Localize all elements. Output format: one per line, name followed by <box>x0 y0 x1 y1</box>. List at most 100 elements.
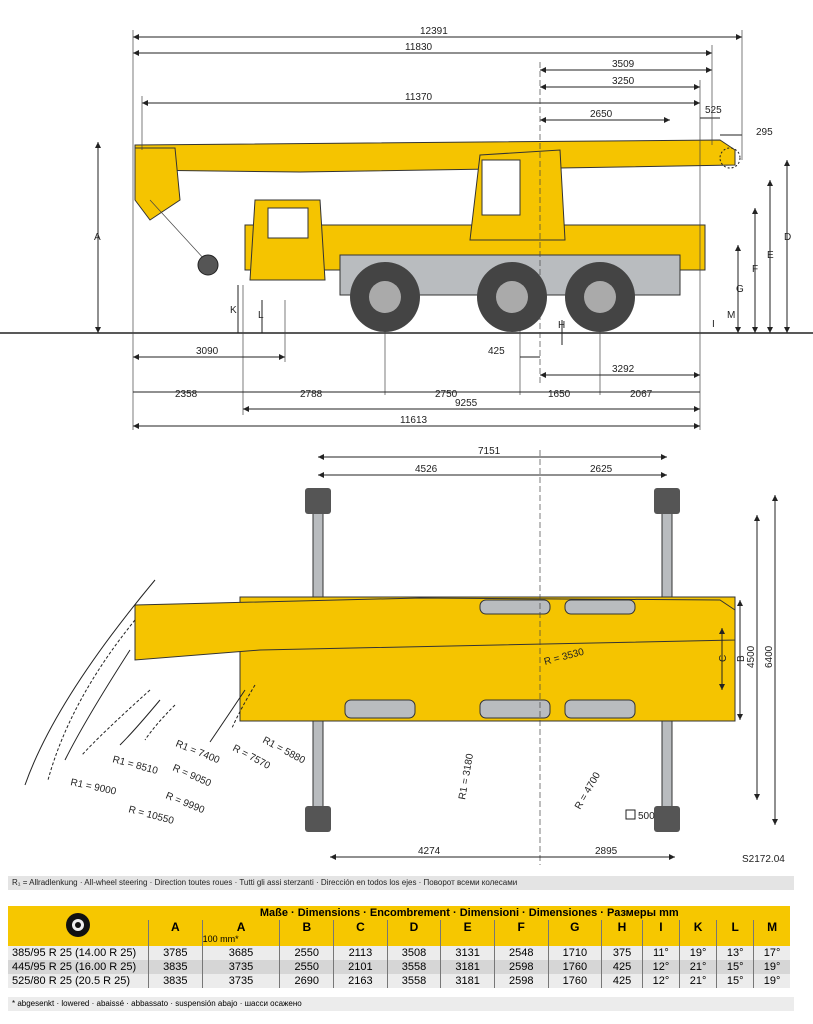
dimension-cell: 19° <box>753 974 790 988</box>
dim-2895: 2895 <box>595 846 618 857</box>
column-label: B <box>302 920 312 934</box>
radius-R1-9000: R1 = 9000 <box>69 777 117 798</box>
dim-6400: 6400 <box>764 645 775 668</box>
technical-drawing: 12391 11830 3509 3250 11370 2650 525 295… <box>0 26 813 865</box>
dim-2067: 2067 <box>630 389 653 400</box>
dimension-cell: 2163 <box>333 974 388 988</box>
column-header-b: B <box>279 920 334 946</box>
dimension-cell: 2598 <box>493 974 549 988</box>
table-title: Maße · Dimensions · Encombrement · Dimen… <box>148 906 790 920</box>
column-label: C <box>356 920 365 934</box>
dim-letter-H: H <box>558 320 565 331</box>
boom <box>134 139 736 173</box>
dim-3509: 3509 <box>612 59 635 70</box>
radius-R1-7400: R1 = 7400 <box>174 739 222 767</box>
dimensions-table: Maße · Dimensions · Encombrement · Dimen… <box>8 906 790 988</box>
dimension-cell: 1710 <box>547 946 602 960</box>
dimension-cell: 3181 <box>440 960 495 974</box>
column-header-h: H <box>601 920 643 946</box>
dim-500: 500 <box>638 811 655 822</box>
dim-525: 525 <box>705 105 722 116</box>
tire-size-cell: 385/95 R 25 (14.00 R 25) <box>8 946 149 960</box>
radius-R1-8510: R1 = 8510 <box>111 754 159 777</box>
dimension-cell: 375 <box>601 946 643 960</box>
dim-2750: 2750 <box>435 389 458 400</box>
column-header-l: L <box>716 920 754 946</box>
dimension-cell: 12° <box>641 960 680 974</box>
radius-R-9990: R = 9990 <box>164 791 206 817</box>
dim-11613: 11613 <box>400 415 428 426</box>
dim-3250: 3250 <box>612 76 635 87</box>
dimension-cell: 2548 <box>493 946 549 960</box>
column-header-f: F <box>493 920 549 946</box>
dimension-cell: 3131 <box>440 946 495 960</box>
dim-2788: 2788 <box>300 389 323 400</box>
dim-letter-A: A <box>94 232 101 243</box>
dimension-cell: 15° <box>716 960 754 974</box>
radius-R-4700: R = 4700 <box>573 770 603 811</box>
dim-letter-F: F <box>752 264 758 275</box>
dim-2650: 2650 <box>590 109 613 120</box>
column-header-i: I <box>641 920 680 946</box>
dim-4274: 4274 <box>418 846 441 857</box>
column-label: A <box>236 920 246 934</box>
column-label: H <box>617 920 627 934</box>
dimension-cell: 2598 <box>493 960 549 974</box>
column-label: I <box>659 920 663 934</box>
turning-radii-arcs <box>24 579 256 786</box>
dimension-cell: 2113 <box>333 946 388 960</box>
column-header-a: A <box>148 920 203 946</box>
dimension-cell: 2690 <box>279 974 334 988</box>
dimension-cell: 3558 <box>386 960 441 974</box>
dimension-cell: 3181 <box>440 974 495 988</box>
tire-size-cell: 525/80 R 25 (20.5 R 25) <box>8 974 149 988</box>
column-header-d: D <box>386 920 441 946</box>
dim-2358: 2358 <box>175 389 198 400</box>
dimension-cell: 1760 <box>547 974 602 988</box>
dim-7151: 7151 <box>478 446 501 457</box>
dim-letter-D: D <box>784 232 791 243</box>
wheels <box>350 262 635 332</box>
dim-9255: 9255 <box>455 398 478 409</box>
dimension-cell: 3735 <box>201 974 280 988</box>
dim-11370: 11370 <box>405 92 433 103</box>
top-view: R = 3530 R1 = 3180 R = 4700 R1 = 5880 R … <box>24 446 785 865</box>
all-wheel-steering-note: R₁ = Allradlenkung · All-wheel steering … <box>8 876 794 890</box>
hook-block <box>197 254 219 276</box>
column-label: M <box>767 920 778 934</box>
radius-R1-3180: R1 = 3180 <box>457 752 476 800</box>
dimension-cell: 19° <box>678 946 717 960</box>
dimension-cell: 2550 <box>279 960 334 974</box>
column-header-k: K <box>678 920 717 946</box>
dimension-cell: 3508 <box>386 946 441 960</box>
column-label: K <box>693 920 703 934</box>
radius-R-9050: R = 9050 <box>171 763 213 790</box>
dimension-cell: 3735 <box>201 960 280 974</box>
lowered-note: 100 mm* <box>202 934 239 944</box>
dim-letter-K: K <box>230 305 237 316</box>
dimension-cell: 15° <box>716 974 754 988</box>
dimension-cell: 2550 <box>279 946 334 960</box>
dimension-cell: 425 <box>601 960 643 974</box>
dimension-cell: 19° <box>753 960 790 974</box>
dim-1650: 1650 <box>548 389 571 400</box>
dim-11830: 11830 <box>405 42 433 53</box>
dim-425: 425 <box>488 346 505 357</box>
dim-letter-B: B <box>736 655 747 662</box>
dimension-cell: 2101 <box>333 960 388 974</box>
column-label: F <box>517 920 525 934</box>
dim-2625: 2625 <box>590 464 613 475</box>
dimension-cell: 17° <box>753 946 790 960</box>
dim-12391: 12391 <box>420 26 448 37</box>
dimension-cell: 13° <box>716 946 754 960</box>
dimension-cell: 21° <box>678 960 717 974</box>
boom-head <box>134 147 181 221</box>
dimension-cell: 3835 <box>148 960 203 974</box>
dimension-cell: 21° <box>678 974 717 988</box>
dim-4526: 4526 <box>415 464 438 475</box>
dimension-cell: 3835 <box>148 974 203 988</box>
